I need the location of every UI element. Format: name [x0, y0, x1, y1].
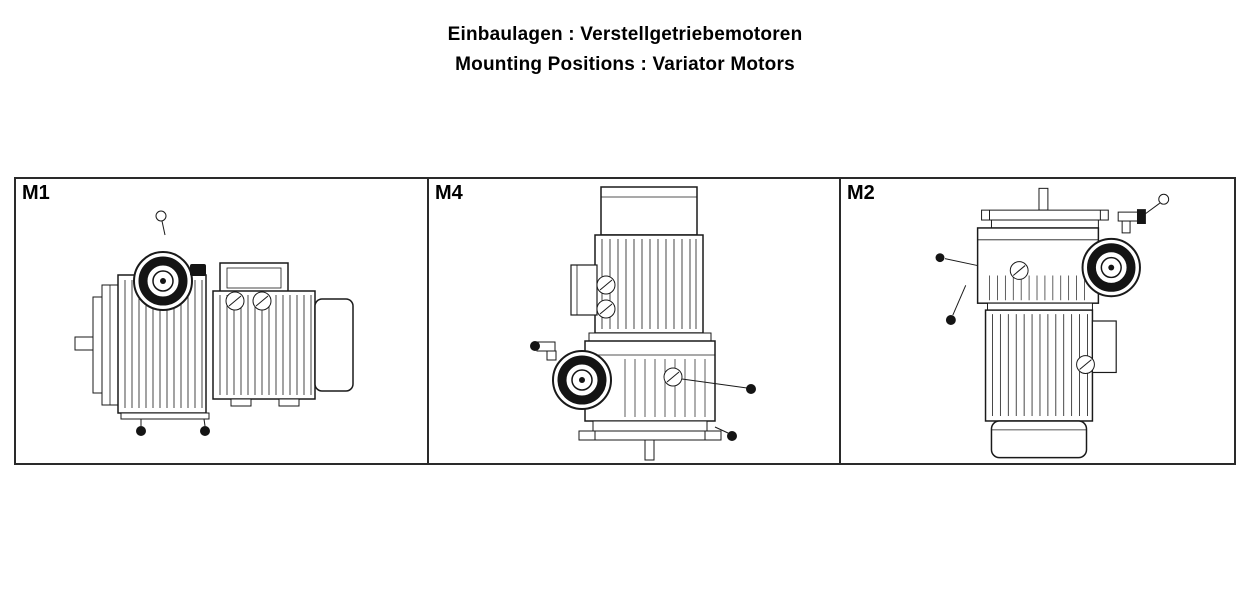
panel-m4-label: M4 — [435, 182, 463, 204]
m1-motor — [212, 262, 354, 407]
m4-motor-dials — [596, 275, 616, 319]
m2-pipe-fitting-icon — [1117, 209, 1146, 234]
m2-motor-dial — [1076, 355, 1095, 374]
page-title: Einbaulagen : Verstellgetriebemotoren Mo… — [0, 20, 1250, 80]
mounting-positions-board: M1 — [14, 177, 1236, 465]
m4-output-flange — [578, 420, 722, 461]
m1-drain-plug-markers — [136, 418, 210, 436]
m1-speed-dials — [225, 291, 272, 311]
m2-output-flange — [981, 209, 1109, 229]
m2-position-marker-icon — [1144, 193, 1170, 215]
panel-m2: M2 — [839, 179, 1234, 463]
m4-speed-dial — [663, 367, 756, 394]
panel-m1-label: M1 — [22, 182, 50, 204]
m2-speed-dial — [1009, 261, 1029, 280]
panel-m2-label: M2 — [847, 182, 875, 204]
panel-m1: M1 — [16, 179, 427, 463]
m2-variator-gearbox — [976, 227, 1100, 304]
m1-output-flange — [74, 284, 119, 406]
m1-variator-handwheel — [133, 251, 206, 311]
m1-horizontal-motor-drawing — [74, 210, 354, 436]
m4-pipe-fitting-icon — [530, 341, 557, 361]
m4-motor — [570, 186, 704, 334]
m4-variator-handwheel — [552, 350, 612, 410]
m4-variator-gearbox — [584, 332, 716, 422]
m1-position-marker-icon — [155, 210, 167, 236]
page-title-english: Mounting Positions : Variator Motors — [455, 54, 795, 76]
m2-variator-handwheel — [1081, 237, 1141, 298]
panel-m4: M4 — [427, 179, 839, 463]
m2-output-shaft — [1038, 187, 1049, 211]
m4-vertical-motor-up-drawing — [530, 186, 756, 461]
page-title-german: Einbaulagen : Verstellgetriebemotoren — [447, 24, 803, 45]
m2-vertical-motor-down-drawing — [935, 187, 1170, 459]
m2-motor — [984, 302, 1117, 459]
m4-drain-plug-marker — [714, 426, 737, 441]
m2-plug-markers — [935, 253, 978, 325]
